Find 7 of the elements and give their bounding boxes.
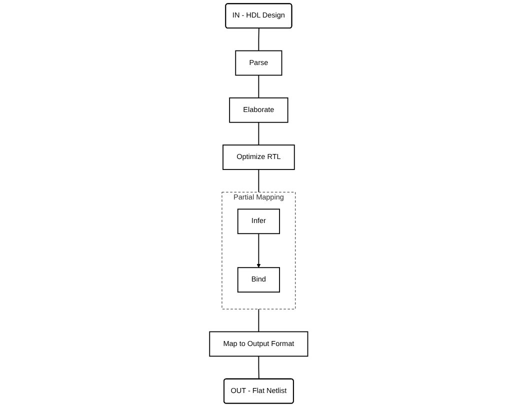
connector bbox=[258, 169, 260, 193]
connector bbox=[258, 356, 260, 380]
connector bbox=[258, 122, 260, 146]
connector bbox=[258, 74, 260, 98]
arrow bbox=[257, 233, 261, 268]
connector bbox=[258, 28, 260, 52]
connector bbox=[258, 308, 260, 332]
